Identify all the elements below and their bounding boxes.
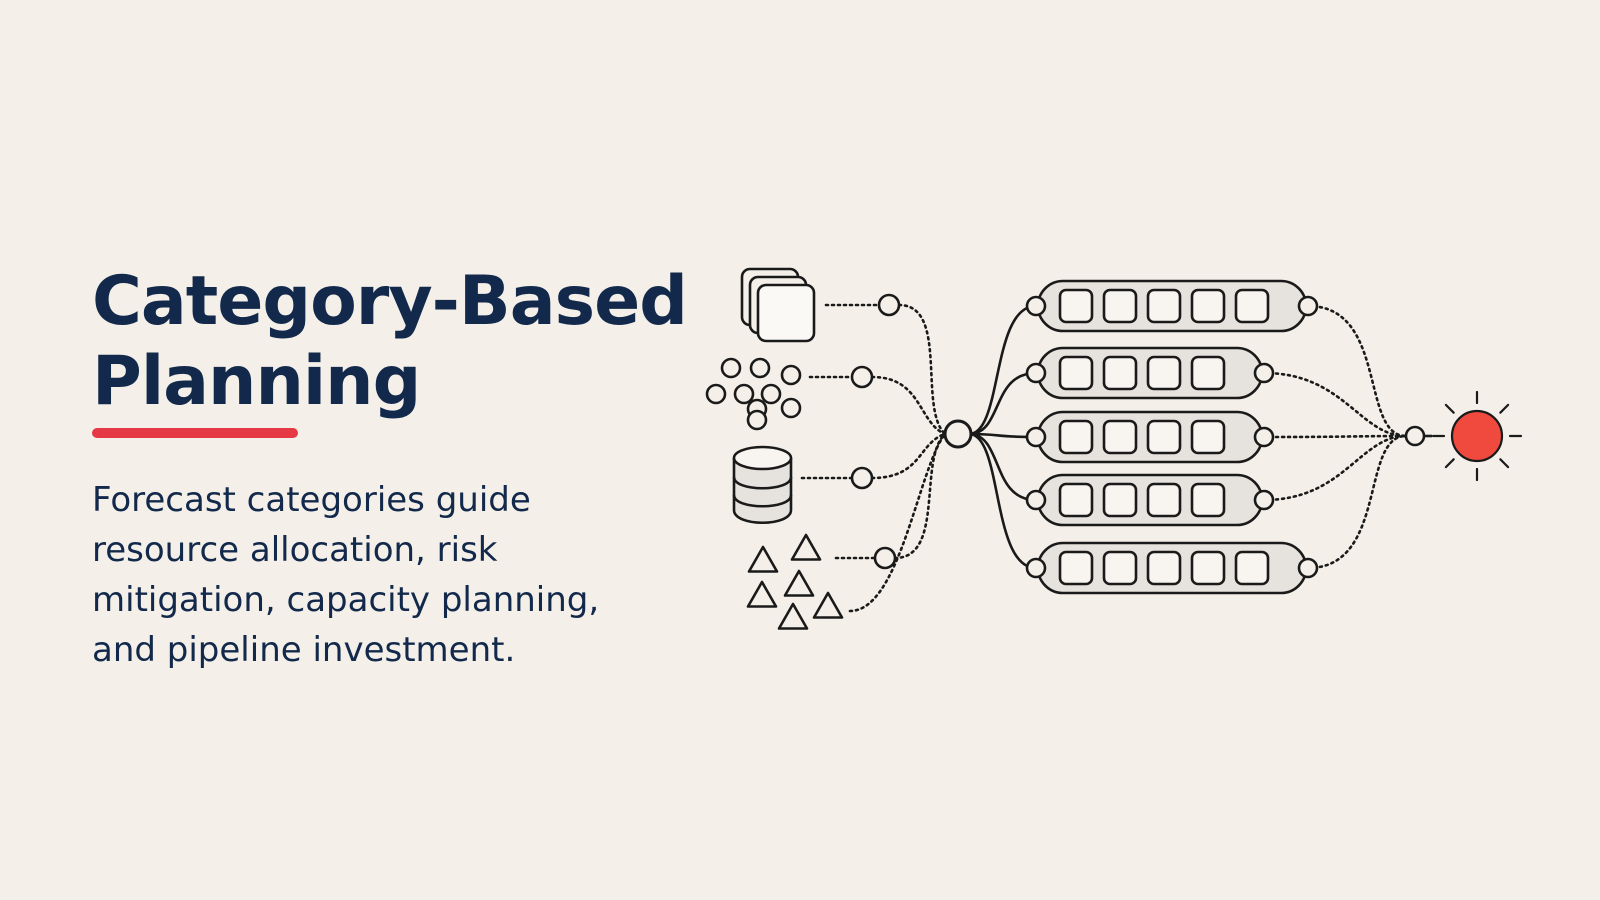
database-body bbox=[732, 458, 793, 525]
sun-ray bbox=[1499, 403, 1510, 414]
lane-cell bbox=[1146, 482, 1182, 518]
lane-to-outcome-link bbox=[1262, 434, 1408, 502]
lane-input-port bbox=[1025, 426, 1047, 448]
input-to-hub-link bbox=[870, 375, 947, 436]
lane-cell bbox=[1146, 355, 1182, 391]
dot-shape bbox=[760, 383, 782, 405]
category-lane bbox=[1025, 473, 1275, 527]
category-lane bbox=[1025, 541, 1319, 595]
input-icons bbox=[705, 267, 844, 630]
database-icon bbox=[732, 445, 793, 525]
hub-to-lane-link bbox=[968, 432, 1037, 502]
lane-output-port bbox=[1297, 557, 1319, 579]
input-node bbox=[850, 365, 874, 389]
category-lane bbox=[1025, 346, 1275, 400]
lane-cell bbox=[1190, 355, 1226, 391]
lane-cell bbox=[1102, 288, 1138, 324]
lane-to-outcome-link bbox=[1262, 434, 1408, 439]
input-node bbox=[850, 466, 874, 490]
lane-cell bbox=[1058, 482, 1094, 518]
dots-cluster-icon bbox=[705, 357, 802, 431]
dot-shape bbox=[705, 383, 727, 405]
category-lanes bbox=[1025, 279, 1319, 595]
input-to-hub-link bbox=[897, 303, 947, 436]
lane-cell bbox=[1190, 288, 1226, 324]
dot-shape bbox=[746, 409, 768, 431]
sun-ray bbox=[1444, 458, 1455, 469]
lane-cell bbox=[1102, 482, 1138, 518]
triangle-shape bbox=[777, 602, 809, 630]
stacked-cards-icon bbox=[740, 267, 816, 343]
hub-node bbox=[943, 419, 973, 449]
lane-output-port bbox=[1253, 489, 1275, 511]
category-lane bbox=[1025, 410, 1275, 464]
input-node bbox=[877, 293, 901, 317]
triangles-cluster-icon bbox=[746, 533, 844, 630]
card-shape bbox=[756, 283, 816, 343]
database-top bbox=[732, 445, 793, 471]
hub-to-lane-link bbox=[968, 432, 1037, 439]
triangle-shape bbox=[746, 580, 778, 608]
lane-cell bbox=[1058, 288, 1094, 324]
sun-ray bbox=[1499, 458, 1510, 469]
lane-cell bbox=[1102, 355, 1138, 391]
sun-ray bbox=[1444, 403, 1455, 414]
database-band bbox=[732, 494, 793, 508]
lane-cell bbox=[1234, 550, 1270, 586]
lane-cell bbox=[1058, 419, 1094, 455]
outcome bbox=[1404, 390, 1523, 482]
triangle-shape bbox=[790, 533, 822, 561]
convergence-node bbox=[1404, 425, 1426, 447]
dot-shape bbox=[749, 357, 771, 379]
sun-icon bbox=[1431, 390, 1523, 482]
lane-cell bbox=[1102, 419, 1138, 455]
outcome-core bbox=[1450, 409, 1504, 463]
hub-to-lane-link bbox=[968, 432, 1037, 570]
lane-cell bbox=[1146, 419, 1182, 455]
lane-cell bbox=[1146, 288, 1182, 324]
hub-to-lane-link bbox=[968, 304, 1037, 436]
page-title: Category-Based Planning bbox=[92, 262, 688, 421]
triangle-shape bbox=[783, 569, 815, 597]
triangle-shape bbox=[812, 591, 844, 619]
lane-to-outcome-link bbox=[1306, 304, 1408, 438]
lane-cell bbox=[1190, 482, 1226, 518]
lane-cell bbox=[1190, 550, 1226, 586]
lane-to-outcome-link bbox=[1306, 434, 1408, 570]
lane-cell bbox=[1190, 419, 1226, 455]
lane-cell bbox=[1058, 355, 1094, 391]
lane-cell bbox=[1058, 550, 1094, 586]
dot-shape bbox=[780, 397, 802, 419]
database-band bbox=[732, 476, 793, 490]
lane-input-port bbox=[1025, 489, 1047, 511]
lane-to-outcome-link bbox=[1262, 371, 1408, 438]
dot-shape bbox=[780, 364, 802, 386]
lane-output-port bbox=[1253, 426, 1275, 448]
connectors bbox=[800, 293, 1408, 613]
hub-to-lane-link bbox=[968, 371, 1037, 436]
input-to-hub-link bbox=[870, 432, 947, 480]
lane-cell bbox=[1146, 550, 1182, 586]
triangle-shape bbox=[747, 545, 779, 573]
dot-shape bbox=[720, 357, 742, 379]
lane-input-port bbox=[1025, 362, 1047, 384]
lane-output-port bbox=[1253, 362, 1275, 384]
lane-output-port bbox=[1297, 295, 1319, 317]
body-text: Forecast categories guide resource alloc… bbox=[92, 480, 600, 670]
input-node bbox=[873, 546, 897, 570]
title-underline bbox=[92, 428, 298, 438]
input-to-hub-link bbox=[848, 432, 947, 613]
dot-shape bbox=[733, 383, 755, 405]
lane-cell bbox=[1234, 288, 1270, 324]
lane-input-port bbox=[1025, 295, 1047, 317]
lane-input-port bbox=[1025, 557, 1047, 579]
lane-cell bbox=[1102, 550, 1138, 586]
category-lane bbox=[1025, 279, 1319, 333]
